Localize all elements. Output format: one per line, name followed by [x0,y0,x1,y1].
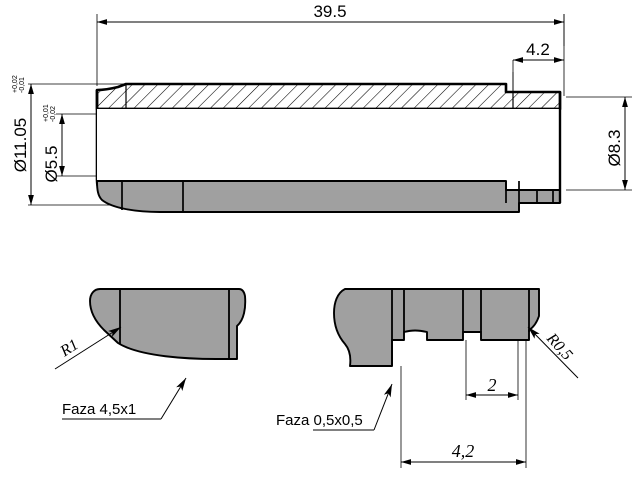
note-faza-right: Faza 0,5x0,5 [276,412,363,429]
detail-left-profile [89,288,247,360]
main-view-group [28,14,632,213]
leader-line-faza-left [160,377,187,420]
leader-r05: R0,5 [527,326,579,379]
dim-label-bore-diameter: Ø5.5 [42,146,61,183]
dim-label-outer-diameter-flange: Ø11.05 [11,118,30,173]
detail-left-group: R1 Faza 4,5x1 [54,288,247,420]
dim-tol-upper-11-05: +0,02 [12,75,19,93]
dim-tol-lower-11-05: -0,01 [19,77,26,93]
leader-line-r05 [527,326,579,379]
leader-faza-right: Faza 0,5x0,5 [276,383,393,431]
bore-cavity [97,109,560,181]
section-hatch-upper [97,84,560,109]
dim-label-step-length: 4.2 [526,40,550,59]
dimension-bore-diameter: Ø5.5 +0,01 -0,02 [42,104,65,183]
note-faza-left: Faza 4,5x1 [62,401,136,418]
dim-label-outer-diameter-body: Ø8.3 [605,130,624,167]
dimension-groove-width: 2 [466,375,518,398]
leader-faza-left: Faza 4,5x1 [62,377,187,420]
upper-construction-lines [125,84,514,109]
leader-line-r1 [54,326,122,370]
dim-tol-lower-5-5: -0,02 [50,106,57,122]
extension-lines [28,14,632,206]
detail-right-group: R0,5 Faza 0,5x0,5 2 4,2 [276,288,579,468]
detail-right-extension-lines [400,340,527,468]
dimension-overall-length: 39.5 [97,2,564,25]
detail-right-edges [391,289,530,366]
dimension-step-length: 4.2 [512,40,564,92]
detail-right-profile [333,288,540,367]
dimension-outer-diameter-body: Ø8.3 [605,97,628,190]
note-r1: R1 [57,336,82,360]
dim-label-overall-length: 39.5 [313,2,346,21]
shaded-edge-lines [121,181,554,212]
dim-label-groove-width: 2 [488,375,497,395]
lower-shaded-body [96,180,561,213]
leader-r1: R1 [54,326,122,370]
dimension-step-total: 4,2 [401,441,526,465]
dimension-outer-diameter-flange: Ø11.05 +0,02 -0,01 [11,75,34,205]
dim-tol-upper-5-5: +0,01 [43,104,50,122]
dim-label-step-total: 4,2 [452,441,475,461]
leader-line-faza-right [373,383,393,431]
